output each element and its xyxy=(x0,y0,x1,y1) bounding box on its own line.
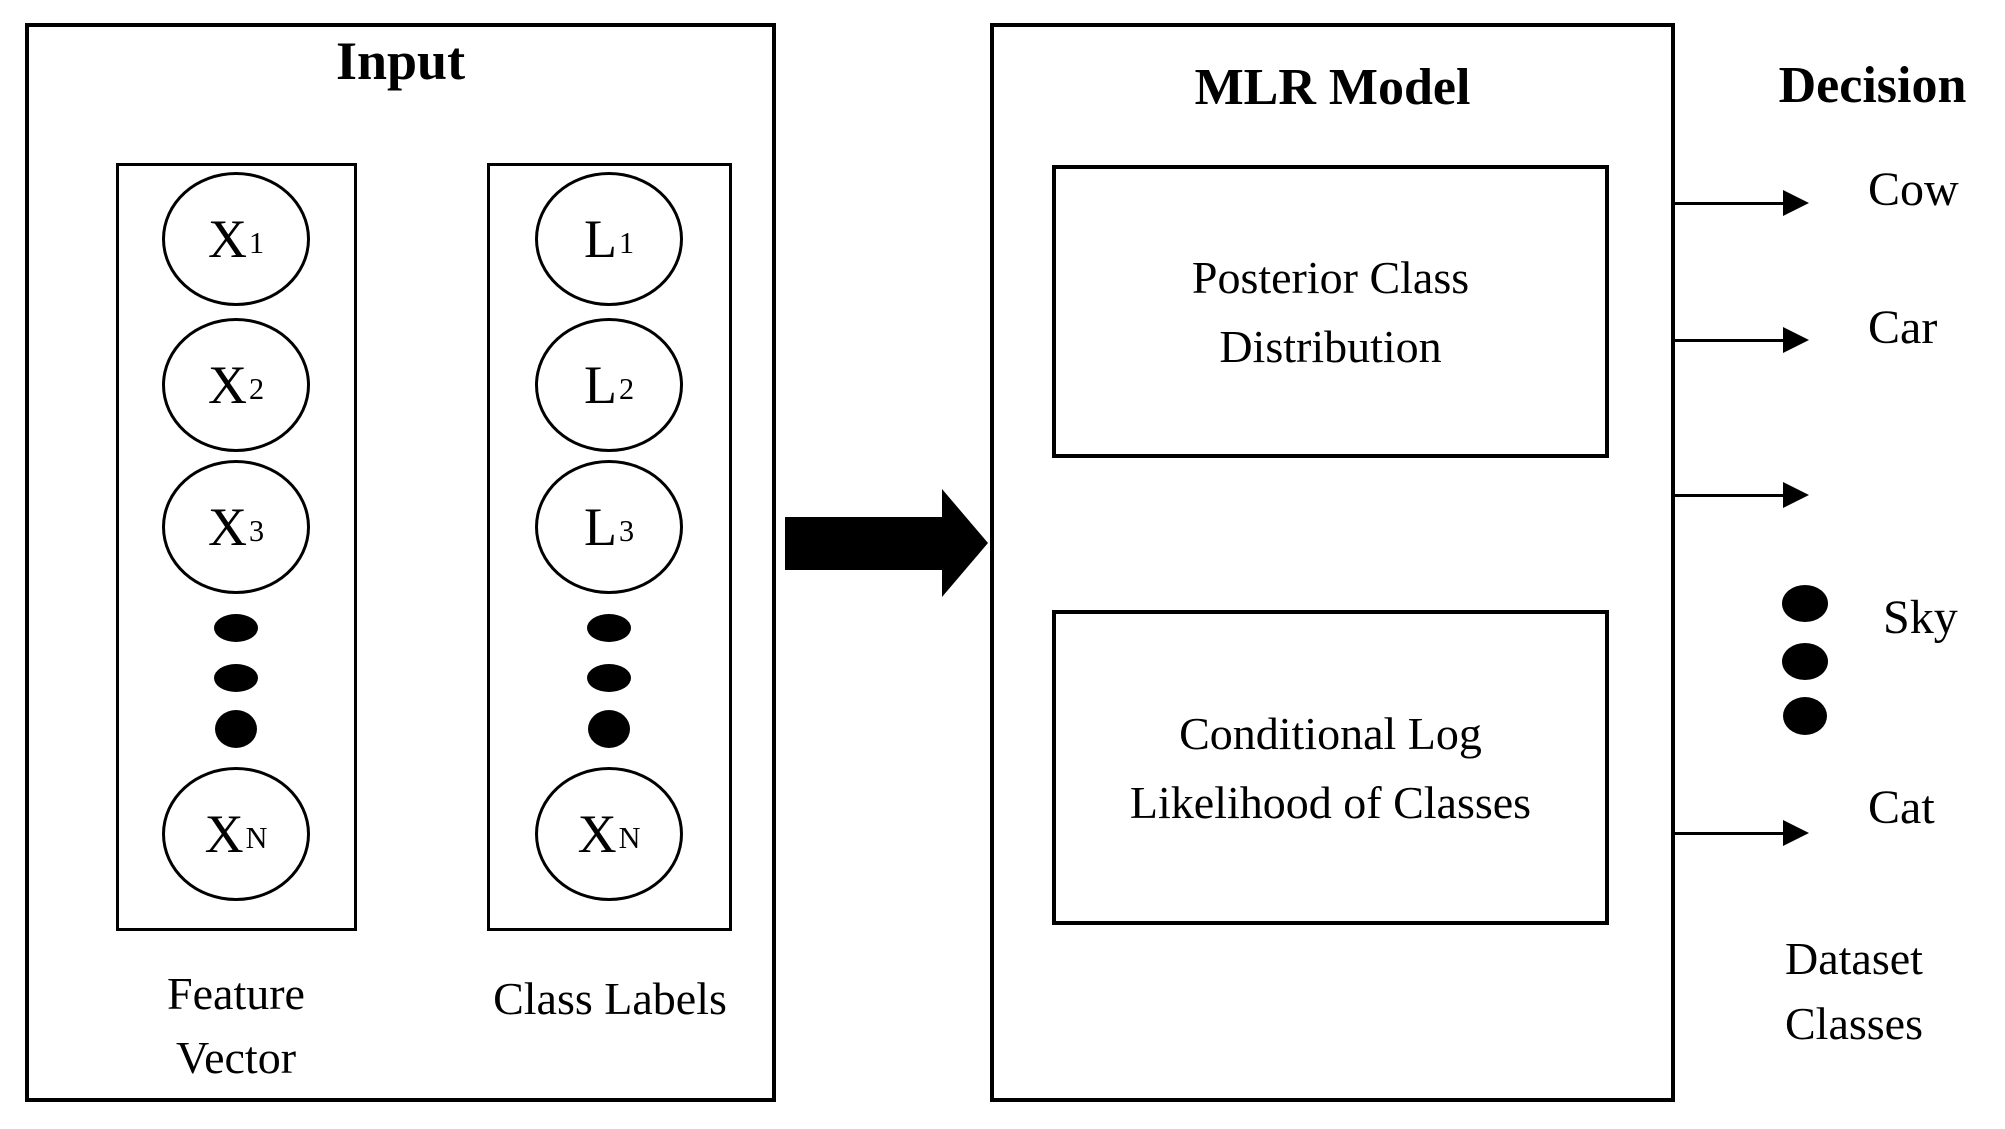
mlr-model-title: MLR Model xyxy=(1194,59,1471,116)
ellipsis-dot xyxy=(214,614,258,642)
feature-vector-caption-line2: Vector xyxy=(175,1032,297,1084)
posterior-block-line1: Posterior Class xyxy=(1191,251,1470,303)
decision-label-sky: Sky xyxy=(1883,591,1958,644)
input-title: Input xyxy=(335,31,466,91)
decision-title: Decision xyxy=(1778,57,1967,114)
node-ln-sub: N xyxy=(618,821,641,856)
node-x2-base: X xyxy=(207,355,247,415)
node-x1-sub: 1 xyxy=(248,226,265,261)
conditional-log-likelihood-block: Conditional Log Likelihood of Classes xyxy=(1052,610,1609,925)
node-l1-sub: 1 xyxy=(618,226,635,261)
flow-arrow-head xyxy=(942,489,988,597)
node-ln-base: X xyxy=(577,804,617,864)
node-l2-sub: 2 xyxy=(618,372,635,407)
dataset-classes-line2: Classes xyxy=(1785,998,1923,1050)
posterior-block-text: Posterior Class Distribution xyxy=(1192,243,1469,381)
node-l2-base: L xyxy=(583,355,617,415)
node-l1-base: L xyxy=(583,209,617,269)
node-x3-sub: 3 xyxy=(248,514,265,549)
node-l3-base: L xyxy=(583,497,617,557)
ellipsis-dot xyxy=(1782,643,1828,680)
posterior-block-line2: Distribution xyxy=(1219,320,1442,372)
feature-vector-caption: Feature Vector xyxy=(96,962,376,1091)
ellipsis-dot xyxy=(215,710,257,748)
node-x3-base: X xyxy=(207,497,247,557)
decision-arrow-cow-head xyxy=(1783,190,1809,216)
decision-label-cat: Cat xyxy=(1868,781,1935,834)
ellipsis-dot xyxy=(587,614,631,642)
decision-arrow-unlabeled xyxy=(1675,494,1787,497)
node-x1-base: X xyxy=(207,209,247,269)
flow-arrow-body xyxy=(785,517,942,570)
decision-arrow-unlabeled-head xyxy=(1783,482,1809,508)
decision-arrow-car xyxy=(1675,339,1787,342)
node-x2-sub: 2 xyxy=(248,372,265,407)
conditional-block-line2: Likelihood of Classes xyxy=(1129,776,1532,828)
dataset-classes-caption: Dataset Classes xyxy=(1785,926,1923,1057)
ellipsis-dot xyxy=(1782,585,1828,622)
ellipsis-dot xyxy=(588,710,630,748)
node-xn-base: X xyxy=(204,804,244,864)
dataset-classes-line1: Dataset xyxy=(1785,933,1923,984)
ellipsis-dot xyxy=(214,664,258,692)
node-xn-sub: N xyxy=(245,821,268,856)
decision-label-cow: Cow xyxy=(1868,163,1959,216)
conditional-block-line1: Conditional Log xyxy=(1179,707,1482,759)
node-l3-sub: 3 xyxy=(618,514,635,549)
posterior-class-distribution-block: Posterior Class Distribution xyxy=(1052,165,1609,458)
decision-label-car: Car xyxy=(1868,301,1938,354)
decision-arrow-car-head xyxy=(1783,327,1809,353)
decision-arrow-cat-head xyxy=(1783,820,1809,846)
class-labels-caption: Class Labels xyxy=(493,973,727,1024)
decision-arrow-cow xyxy=(1675,202,1787,205)
conditional-block-text: Conditional Log Likelihood of Classes xyxy=(1130,699,1531,837)
feature-vector-caption-line1: Feature xyxy=(167,968,305,1019)
decision-arrow-cat xyxy=(1675,832,1787,835)
ellipsis-dot xyxy=(1783,697,1827,735)
ellipsis-dot xyxy=(587,664,631,692)
